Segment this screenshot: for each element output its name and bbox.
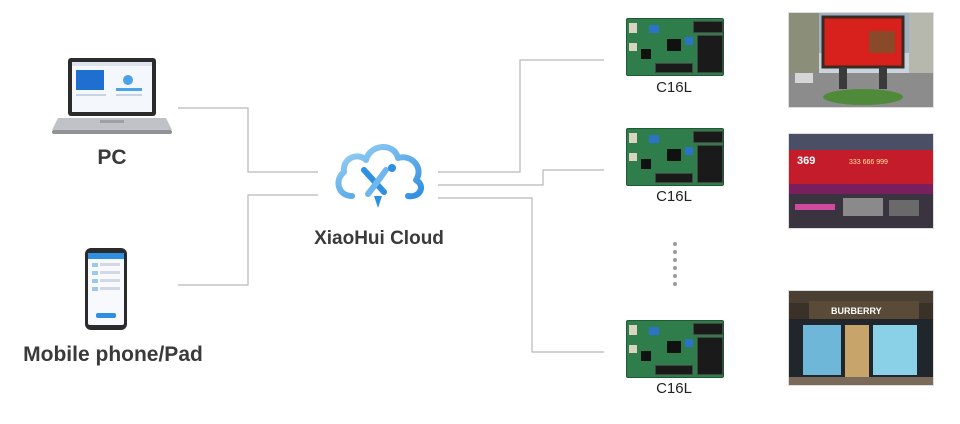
street-led-banner-photo: 369 333 666 999 bbox=[788, 133, 934, 229]
controller1-connection-line bbox=[438, 59, 604, 173]
pc-label: PC bbox=[97, 146, 127, 169]
controller-board-1 bbox=[626, 18, 724, 76]
cloud-logo-icon bbox=[335, 144, 425, 208]
pc-device bbox=[52, 56, 172, 138]
storefront-sign-text: BURBERRY bbox=[831, 306, 882, 316]
controller-3-label: C16L bbox=[656, 380, 692, 397]
outdoor-billboard-photo bbox=[788, 12, 934, 108]
controller-board-3 bbox=[626, 320, 724, 378]
controller-1-label: C16L bbox=[656, 79, 692, 96]
controller-2-label: C16L bbox=[656, 188, 692, 205]
controller2-connection-line bbox=[438, 169, 604, 186]
mobile-device bbox=[84, 247, 128, 331]
ellipsis-dots bbox=[673, 242, 677, 286]
controller-board-2 bbox=[626, 128, 724, 186]
cloud-label: XiaoHui Cloud bbox=[314, 228, 444, 249]
laptop-icon bbox=[52, 58, 172, 134]
banner-sign-number: 333 666 999 bbox=[849, 159, 888, 166]
storefront-led-photo: BURBERRY bbox=[788, 290, 934, 386]
controller3-connection-line bbox=[438, 197, 604, 353]
mobile-label: Mobile phone/Pad bbox=[23, 343, 203, 366]
pc-connection-line bbox=[178, 107, 318, 173]
mobile-connection-line bbox=[178, 194, 318, 286]
smartphone-icon bbox=[85, 248, 127, 330]
banner-sign-text: 369 bbox=[797, 155, 815, 167]
cloud-node bbox=[332, 140, 426, 214]
